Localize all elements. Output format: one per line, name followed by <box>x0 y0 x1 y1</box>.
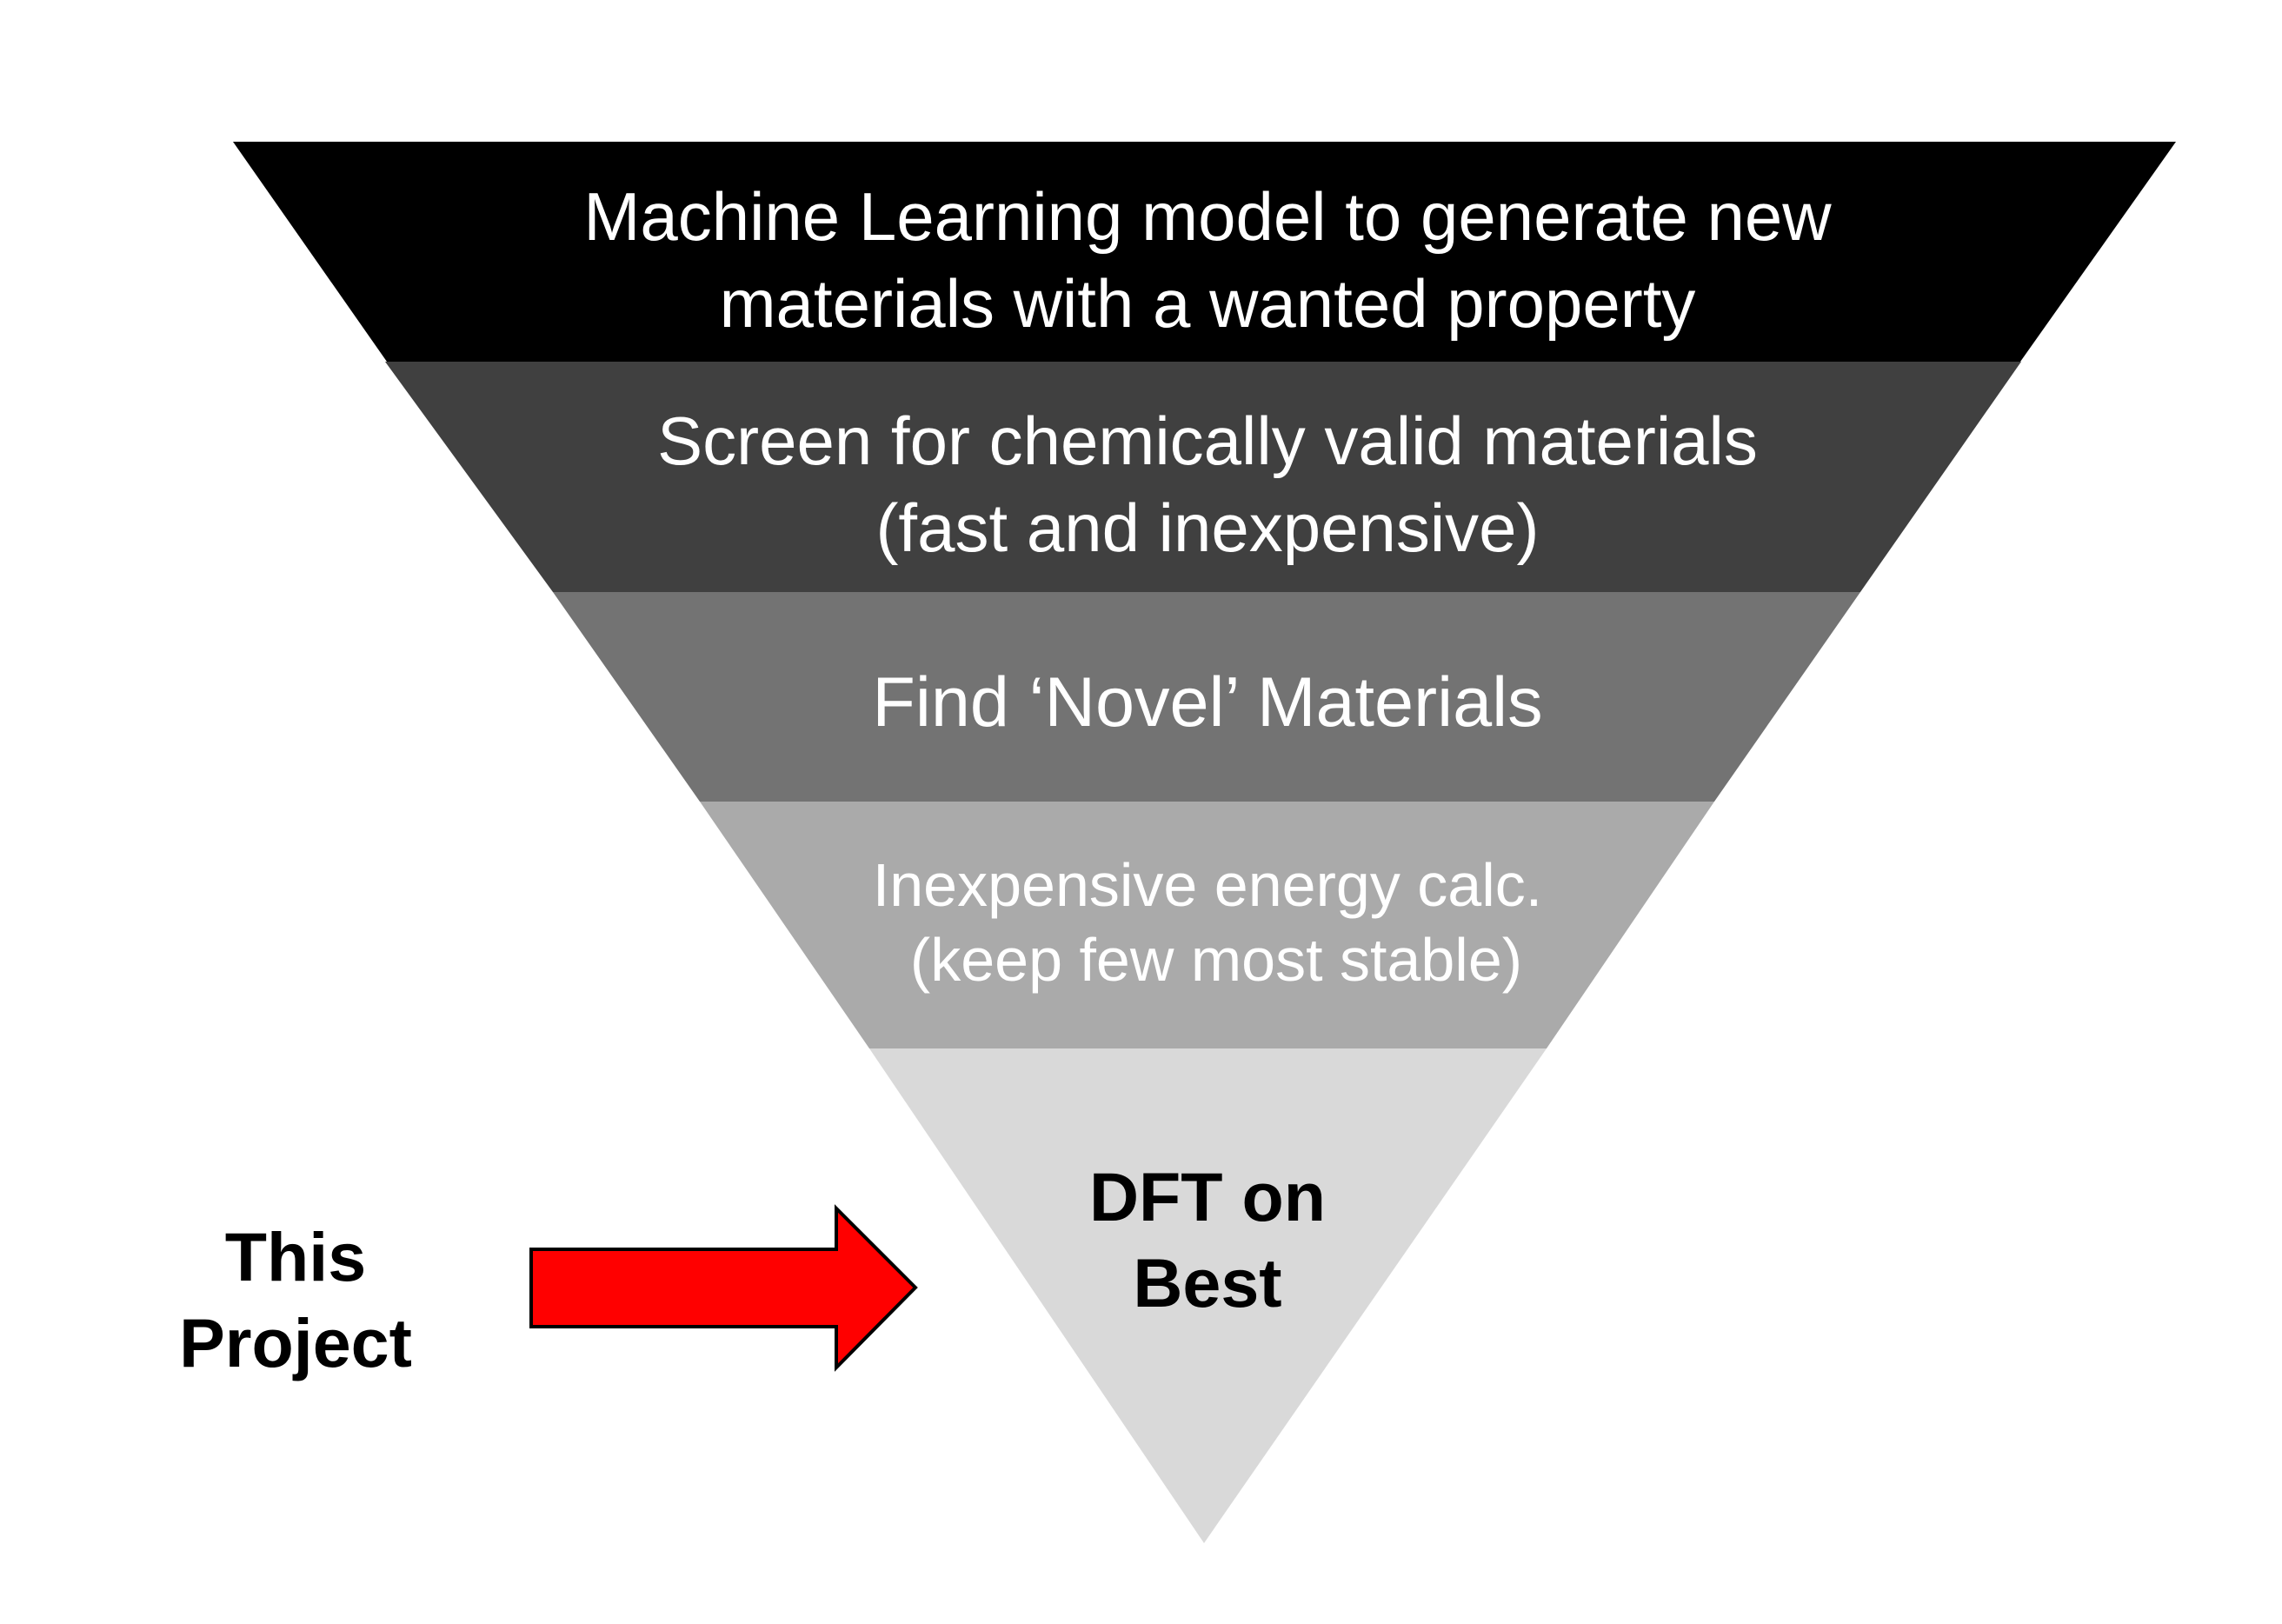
this-project-line-2: Project <box>179 1304 412 1381</box>
funnel-level-4-label: Inexpensive energy calc. (keep few most … <box>873 848 1542 997</box>
this-project-line-1: This <box>224 1218 367 1295</box>
funnel-level-1-line-2: materials with a wanted property <box>719 265 1696 342</box>
funnel-level-2-label: Screen for chemically valid materials (f… <box>657 397 1758 571</box>
arrow-icon <box>529 1204 918 1372</box>
funnel-level-2-line-1: Screen for chemically valid materials <box>657 403 1758 479</box>
funnel-level-2-band <box>385 362 2021 592</box>
funnel-level-4-line-1: Inexpensive energy calc. <box>872 851 1543 919</box>
funnel-level-5-label: DFT on Best <box>1089 1154 1326 1326</box>
funnel-level-3-line-1: Find ‘Novel’ Materials <box>872 663 1543 742</box>
funnel-level-1-line-1: Machine Learning model to generate new <box>583 178 1832 255</box>
funnel-level-3-band <box>553 592 1860 802</box>
funnel-level-5-line-1: DFT on <box>1088 1158 1327 1235</box>
funnel-level-4-band <box>700 802 1714 1048</box>
this-project-label: This Project <box>179 1214 412 1386</box>
funnel-level-1-label: Machine Learning model to generate new m… <box>583 173 1831 347</box>
funnel-level-4-line-2: (keep few most stable) <box>909 926 1523 994</box>
funnel-level-3-label: Find ‘Novel’ Materials <box>872 659 1542 746</box>
funnel-level-5-line-2: Best <box>1133 1244 1282 1321</box>
funnel-level-5-band <box>869 1048 1547 1543</box>
funnel-level-2-line-2: (fast and inexpensive) <box>875 489 1540 566</box>
funnel-level-1-band <box>233 142 2176 362</box>
